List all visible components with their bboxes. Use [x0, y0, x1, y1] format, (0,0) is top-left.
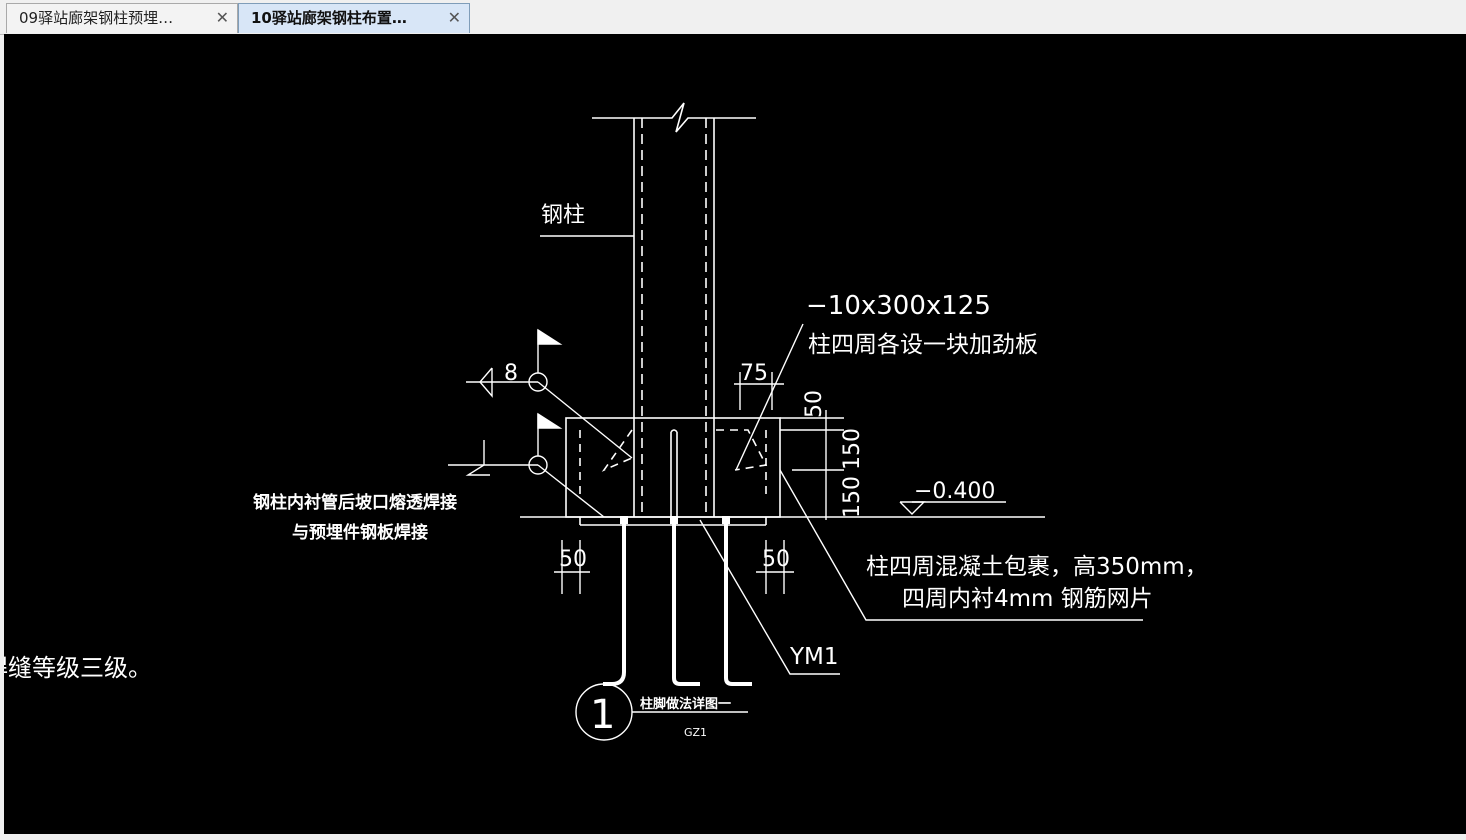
weld-dots: [620, 516, 730, 524]
tab-label: 09驿站廊架钢柱预埋…: [19, 9, 174, 27]
close-icon[interactable]: ✕: [215, 8, 229, 27]
elevation-label: −0.400: [914, 479, 995, 504]
concrete-note-1: 柱四周混凝土包裹，高350mm，: [866, 554, 1208, 580]
detail-number: 1: [590, 692, 615, 738]
tab-drawing-10[interactable]: 10驿站廊架钢柱布置… ✕: [238, 3, 470, 33]
inner-tube-note-1: 钢柱内衬管后坡口熔透焊接: [253, 492, 457, 513]
dim-50-top: 50: [802, 390, 827, 418]
embed-label: YM1: [789, 644, 839, 670]
annotations: 钢柱 −10x300x125 柱四周各设一块加劲板 8 75 50 150 15…: [4, 203, 1208, 739]
dim-150-b: 150: [840, 476, 865, 518]
status-strip: [0, 834, 1466, 840]
weld-symbols: [465, 328, 563, 476]
dim-50-right: 50: [762, 547, 790, 572]
dim-50-left: 50: [559, 547, 587, 572]
dim-150-a: 150: [840, 428, 865, 470]
weld-size: 8: [504, 361, 518, 386]
dim-75: 75: [740, 361, 768, 386]
detail-title: 柱脚做法详图一: [640, 696, 731, 712]
stiffener-note: 柱四周各设一块加劲板: [808, 332, 1038, 358]
tab-bar: 09驿站廊架钢柱预埋… ✕ 10驿站廊架钢柱布置… ✕: [0, 0, 1466, 35]
leader-lines: [448, 235, 1143, 713]
cad-drawing: 钢柱 −10x300x125 柱四周各设一块加劲板 8 75 50 150 15…: [4, 102, 1208, 741]
drawing-canvas[interactable]: 钢柱 −10x300x125 柱四周各设一块加劲板 8 75 50 150 15…: [4, 34, 1466, 834]
close-icon[interactable]: ✕: [447, 8, 461, 27]
dimension-lines: [554, 372, 1006, 741]
weld-grade-note: 焊缝等级三级。: [4, 654, 152, 682]
break-line: [592, 102, 756, 133]
inner-tube-note-2: 与预埋件钢板焊接: [292, 522, 428, 543]
concrete-note-2: 四周内衬4mm 钢筋网片: [902, 586, 1153, 612]
tab-drawing-09[interactable]: 09驿站廊架钢柱预埋… ✕: [6, 3, 238, 33]
detail-sub: GZ1: [684, 726, 707, 739]
tab-label: 10驿站廊架钢柱布置…: [251, 9, 407, 27]
steel-column-label: 钢柱: [541, 203, 585, 228]
anchor-bars: [603, 520, 752, 686]
stiffener-size: −10x300x125: [806, 291, 991, 321]
